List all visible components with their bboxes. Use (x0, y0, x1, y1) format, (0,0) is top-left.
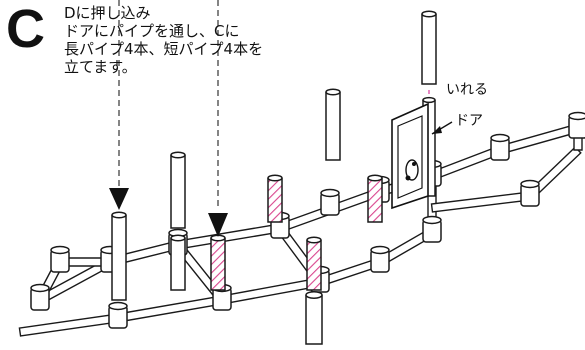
joint (30, 283, 50, 311)
door-label: ドア (455, 113, 483, 129)
instruction-line-2: ドアにパイプを通し、Cに (64, 22, 240, 40)
joint (370, 245, 390, 273)
down-arrow-icon (208, 213, 228, 237)
joint (422, 215, 442, 243)
joint (490, 133, 510, 161)
frame-rail (18, 313, 120, 337)
joint (108, 301, 128, 329)
instruction-line-3: 長パイプ4本、短パイプ4本を (64, 40, 264, 58)
insert-label: いれる (446, 82, 488, 98)
frame-rail (116, 295, 224, 323)
step-letter: C (6, 0, 45, 59)
joint (520, 179, 540, 207)
hatched-pipe (267, 174, 283, 223)
hatched-pipe (367, 174, 383, 223)
frame-rail (176, 223, 282, 250)
down-arrow-icon (109, 188, 129, 210)
door-icon (391, 102, 453, 210)
foot-pipe (305, 291, 323, 345)
long-pipe (170, 151, 186, 229)
long-pipe (325, 88, 341, 161)
short-pipe (170, 234, 186, 291)
hatched-pipe (210, 234, 226, 291)
joint (320, 188, 340, 216)
hatched-pipe (306, 236, 322, 291)
insert-pipe (421, 10, 437, 85)
frame-rail (498, 123, 580, 155)
instruction-line-4: 立てます。 (64, 58, 137, 76)
joint (50, 245, 70, 273)
instruction-line-1: Dに押し込み (64, 4, 151, 22)
joint (568, 111, 585, 139)
long-pipe (111, 211, 127, 301)
frame-rail (430, 191, 532, 213)
